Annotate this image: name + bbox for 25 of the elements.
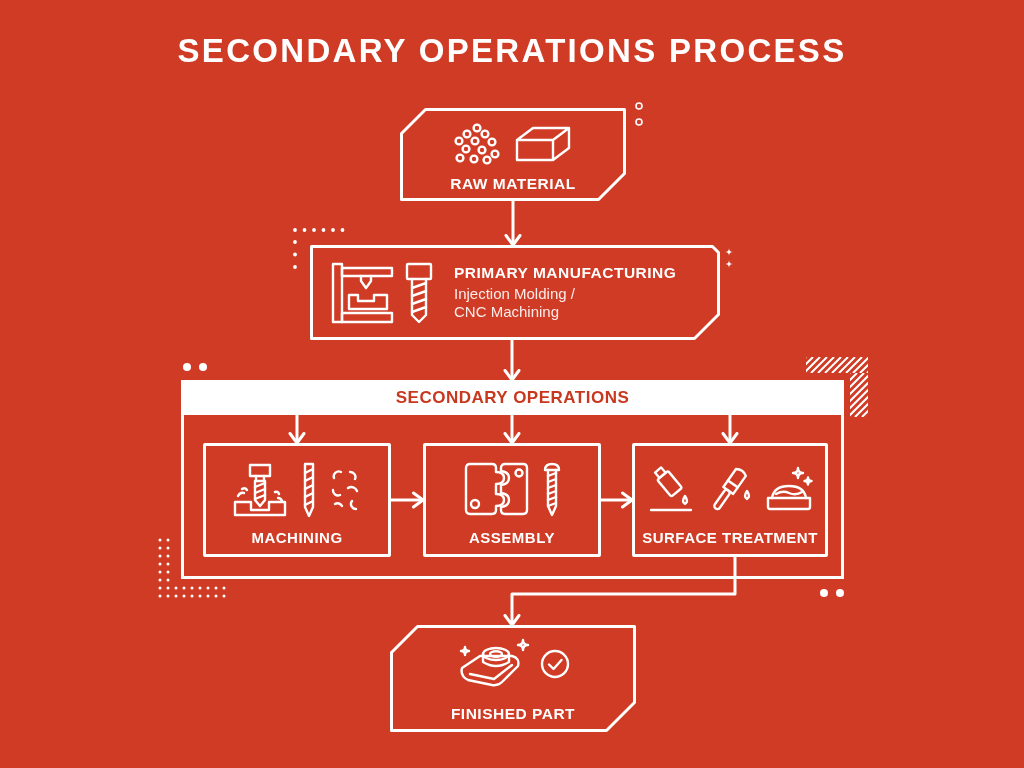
process-box: [400, 108, 626, 201]
node-label: MACHINING: [251, 528, 343, 546]
process-box: [423, 443, 601, 557]
arrow: [721, 415, 739, 445]
process-box: [632, 443, 828, 557]
header-band: [181, 380, 844, 415]
node-label: PRIMARY MANUFACTURING: [454, 263, 677, 282]
arrow: [288, 415, 306, 445]
arrow: [504, 201, 522, 247]
group-frame: [181, 380, 844, 579]
process-box: [310, 245, 720, 340]
arrow: [391, 491, 425, 509]
process-box: [390, 625, 636, 732]
arrow: [503, 415, 521, 445]
arrow: [503, 557, 737, 627]
arrow: [601, 491, 634, 509]
section-heading: SECONDARY OPERATIONS: [395, 387, 630, 408]
diagram-title: SECONDARY OPERATIONS PROCESS: [177, 34, 847, 67]
arrow: [503, 340, 521, 382]
node-label: ASSEMBLY: [469, 528, 555, 546]
node-label: RAW MATERIAL: [450, 175, 576, 193]
node-label: FINISHED PART: [450, 705, 576, 723]
node-label: SURFACE TREATMENT: [642, 528, 818, 546]
process-box: [203, 443, 391, 557]
node-description: Injection Molding / CNC Machining: [454, 285, 576, 322]
